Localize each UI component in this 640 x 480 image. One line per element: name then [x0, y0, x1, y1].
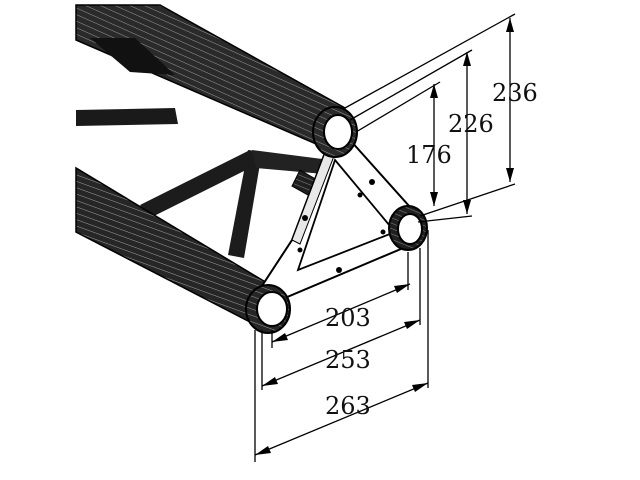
dimension-lines — [254, 13, 516, 462]
end-plate — [256, 115, 420, 302]
dim-label-253: 253 — [325, 346, 371, 374]
dim-label-226: 226 — [448, 110, 494, 138]
tube-end-top — [312, 106, 358, 158]
dim-label-263: 263 — [325, 392, 371, 420]
tube-end-right — [388, 205, 428, 251]
tube-end-bottom — [245, 284, 291, 334]
dim-label-236: 236 — [492, 79, 538, 107]
top-chord-tube — [75, 4, 346, 152]
dim-label-176: 176 — [406, 141, 452, 169]
dim-label-203: 203 — [325, 304, 371, 332]
